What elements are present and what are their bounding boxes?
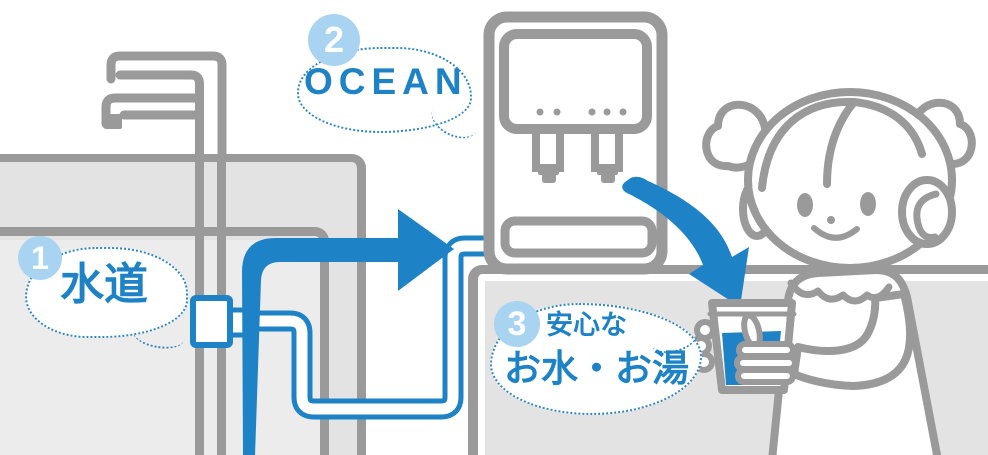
valve-box (190, 295, 233, 348)
water-server (483, 11, 668, 275)
finger-3 (735, 367, 796, 385)
left-counter-front-edge (0, 227, 329, 455)
step-1-number: 1 (18, 236, 62, 280)
step-3-label-main: お水・お湯 (504, 348, 689, 389)
faucet-body (106, 51, 227, 163)
left-counter-back-edge (0, 154, 366, 455)
cup-group (690, 299, 798, 394)
spout-tip-right-end (601, 173, 615, 183)
girl (702, 88, 976, 455)
faucet-body-inner (115, 70, 204, 163)
mouth-smile (811, 225, 860, 241)
flow-arrow-2 (622, 176, 749, 307)
valve-icon (190, 295, 250, 348)
flow-arrow-1 (242, 209, 454, 455)
step-3-number: 3 (494, 301, 540, 347)
faucet-spout (101, 93, 202, 129)
server-indicator-dots (536, 108, 627, 116)
supply-tube (245, 235, 497, 420)
spout-tip-right (597, 165, 618, 175)
server-panel (499, 29, 652, 134)
step-1-label: 水道 (60, 260, 148, 309)
nose (827, 216, 835, 224)
server-drip-tray (500, 216, 657, 258)
spout-tip-left (538, 165, 559, 175)
bangs-right (850, 98, 926, 158)
step-2-number: 2 (308, 14, 360, 66)
step-2-label: OCEAN (304, 61, 468, 102)
hair-curl-spiral (913, 190, 940, 241)
spout-tip-left-end (542, 173, 556, 183)
hand-right (734, 312, 798, 385)
eye-right (860, 192, 876, 216)
faucet-spout-tip (104, 114, 122, 129)
step-3-label-top: 安心な (546, 310, 627, 340)
hair-curl-right (898, 176, 956, 248)
faucet-icon (101, 51, 227, 163)
bangs (758, 97, 858, 192)
eye-left (797, 193, 813, 217)
